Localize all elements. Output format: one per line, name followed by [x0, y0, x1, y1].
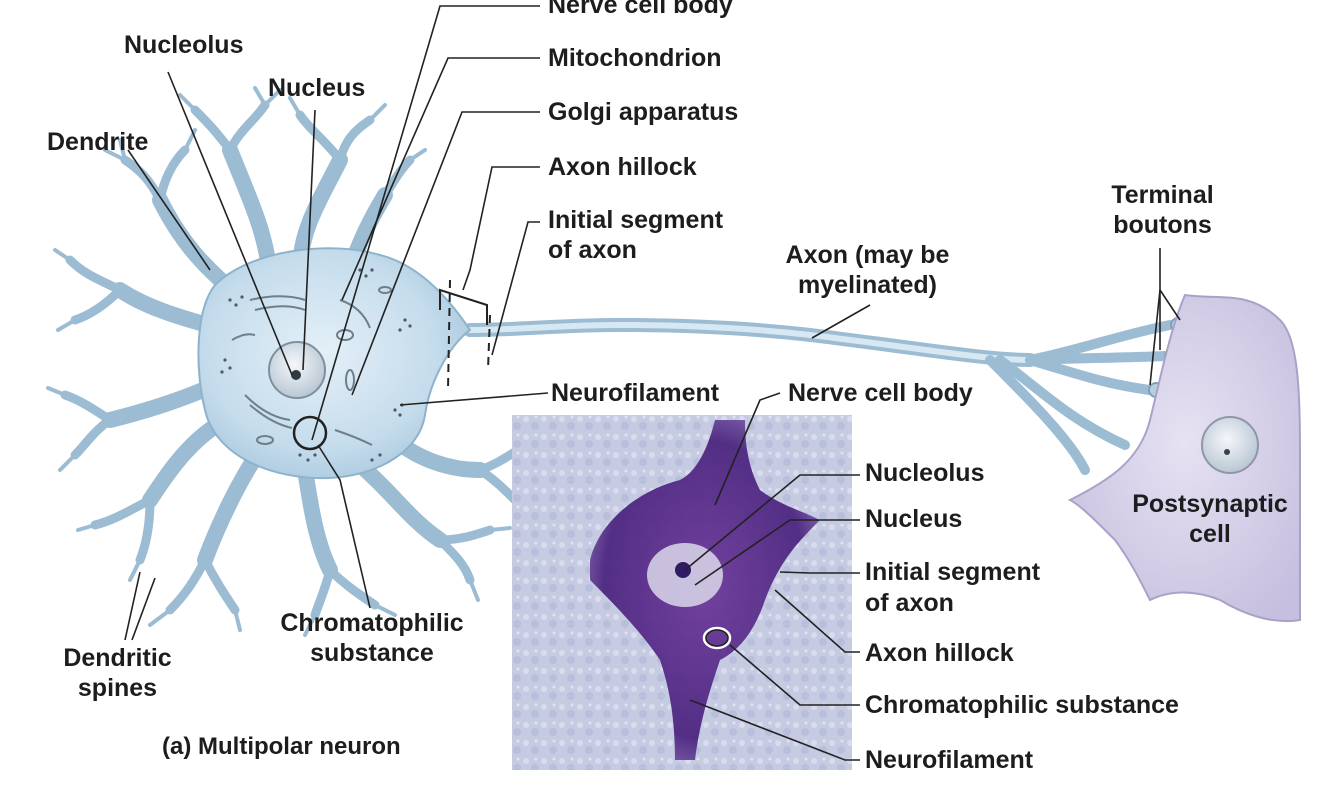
- nucleolus: [291, 370, 301, 380]
- label-chromatophilic-line2: substance: [310, 639, 434, 667]
- label-nerve-cell-body: Nerve cell body: [548, 0, 733, 19]
- label-neurofilament: Neurofilament: [551, 379, 720, 407]
- axon-terminals: [985, 320, 1175, 475]
- figure-caption: (a) Multipolar neuron: [162, 733, 401, 760]
- organelles: [231, 286, 392, 446]
- label-postsynaptic-line2: cell: [1189, 520, 1231, 548]
- micro-label-initial-segment-line2: of axon: [865, 589, 954, 617]
- micro-label-nerve-cell-body: Nerve cell body: [788, 379, 973, 407]
- leader-lines: [124, 5, 1181, 761]
- label-initial-segment-line2: of axon: [548, 236, 637, 264]
- micro-label-nucleolus: Nucleolus: [865, 459, 985, 487]
- postsynaptic-cell: [1067, 293, 1302, 622]
- label-dendritic-spines-line1: Dendritic: [63, 644, 172, 672]
- label-axon-line2: myelinated): [798, 271, 937, 299]
- label-initial-segment-line1: Initial segment: [548, 206, 724, 234]
- label-nucleolus: Nucleolus: [124, 31, 244, 59]
- label-chromatophilic-line1: Chromatophilic: [280, 609, 464, 637]
- micro-label-axon-hillock: Axon hillock: [865, 639, 1014, 667]
- axon-hillock-bracket: [439, 279, 491, 391]
- label-terminal-boutons-line1: Terminal: [1111, 181, 1214, 209]
- micro-label-initial-segment-line1: Initial segment: [865, 558, 1041, 586]
- label-axon-hillock: Axon hillock: [548, 153, 697, 181]
- micro-label-neurofilament: Neurofilament: [865, 746, 1034, 774]
- label-nucleus: Nucleus: [268, 74, 366, 102]
- label-dendrite: Dendrite: [47, 128, 149, 156]
- label-mitochondrion: Mitochondrion: [548, 44, 722, 72]
- label-dendritic-spines-line2: spines: [77, 674, 158, 702]
- label-golgi-apparatus: Golgi apparatus: [548, 98, 739, 126]
- micrograph: [512, 415, 852, 770]
- label-postsynaptic-line1: Postsynaptic: [1132, 490, 1288, 518]
- nucleus: [268, 341, 326, 399]
- micro-label-chromatophilic: Chromatophilic substance: [865, 691, 1179, 719]
- label-axon-line1: Axon (may be: [785, 241, 950, 269]
- micro-label-nucleus: Nucleus: [865, 505, 963, 533]
- chromatophilic-highlight: [292, 415, 328, 451]
- label-terminal-boutons-line2: boutons: [1113, 211, 1212, 239]
